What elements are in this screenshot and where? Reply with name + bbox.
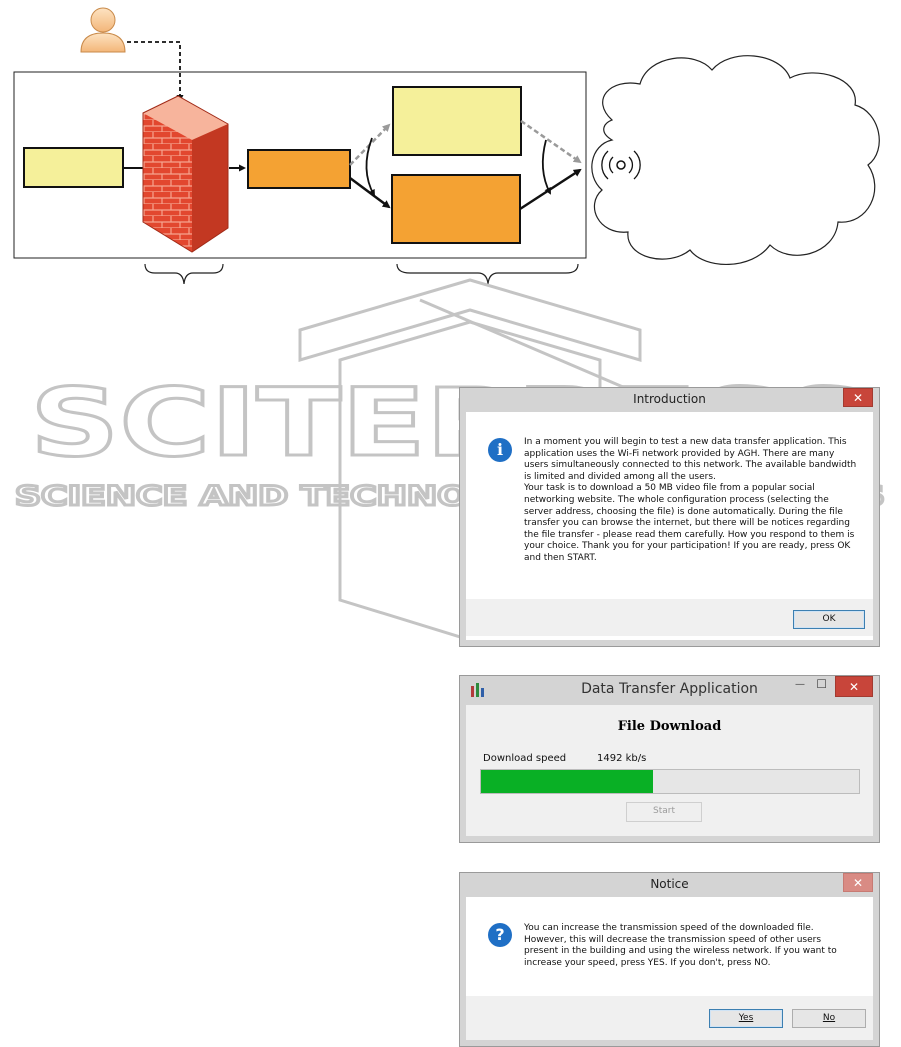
title-bar: Introduction ✕ bbox=[460, 388, 879, 412]
dialog-message: In a moment you will begin to test a new… bbox=[524, 437, 858, 565]
title-bar: Notice ✕ bbox=[460, 873, 879, 897]
dialog-title: Introduction bbox=[633, 392, 706, 406]
no-button-label: No bbox=[822, 1013, 836, 1023]
close-button[interactable]: ✕ bbox=[843, 873, 873, 892]
yes-button[interactable]: Yes bbox=[709, 1009, 783, 1028]
start-button[interactable]: Start bbox=[626, 802, 702, 822]
minimize-button[interactable]: — bbox=[795, 679, 805, 690]
system-frame bbox=[13, 71, 587, 259]
switch-arc-left bbox=[365, 137, 375, 197]
window-title: Data Transfer Application bbox=[581, 681, 758, 697]
standard-to-internet-arrow bbox=[520, 119, 582, 164]
close-button[interactable]: ✕ bbox=[843, 388, 873, 407]
network-diagram bbox=[13, 7, 880, 285]
router-box bbox=[247, 149, 351, 189]
user-to-firewall-link bbox=[127, 41, 184, 102]
switch-arc-right bbox=[541, 139, 551, 195]
maximize-button[interactable]: ☐ bbox=[816, 677, 827, 691]
internet-cloud bbox=[591, 55, 880, 266]
dialog-message: You can increase the transmission speed … bbox=[524, 923, 837, 968]
close-button[interactable]: ✕ bbox=[835, 676, 873, 697]
data-transfer-window: Data Transfer Application — ☐ ✕ File Dow… bbox=[459, 675, 880, 843]
firewall-brace bbox=[144, 263, 224, 285]
standard-path-box bbox=[392, 86, 522, 156]
title-bar: Data Transfer Application — ☐ ✕ bbox=[460, 676, 879, 705]
dialog-body: i In a moment you will begin to test a n… bbox=[466, 412, 873, 599]
download-speed-label: Download speed bbox=[483, 753, 567, 764]
info-icon: i bbox=[488, 438, 512, 462]
message-paragraph-1: In a moment you will begin to test a new… bbox=[524, 437, 857, 482]
section-heading: File Download bbox=[617, 719, 722, 734]
message-paragraph-2: Your task is to download a 50 MB video f… bbox=[524, 483, 855, 563]
notice-dialog: Notice ✕ ? You can increase the transmis… bbox=[459, 872, 880, 1047]
paths-brace bbox=[396, 263, 579, 285]
bar-chart-icon bbox=[471, 683, 484, 697]
window-body: File Download Download speed 1492 kb/s S… bbox=[466, 705, 873, 836]
dialog-footer: Yes No bbox=[466, 996, 873, 1040]
download-progress-bar bbox=[480, 769, 860, 794]
client-box bbox=[23, 147, 124, 188]
question-icon: ? bbox=[488, 923, 512, 947]
dialog-title: Notice bbox=[650, 877, 689, 891]
firewall-icon bbox=[142, 95, 229, 253]
yes-button-label: Yes bbox=[738, 1013, 754, 1023]
ok-button-label: OK bbox=[822, 614, 836, 624]
ok-button[interactable]: OK bbox=[793, 610, 865, 629]
start-button-label: Start bbox=[653, 806, 675, 816]
download-speed-value: 1492 kb/s bbox=[597, 753, 647, 764]
priority-path-box bbox=[391, 174, 521, 244]
no-button[interactable]: No bbox=[792, 1009, 866, 1028]
progress-fill bbox=[481, 770, 653, 793]
dialog-footer: OK bbox=[466, 599, 873, 636]
wireless-antenna-icon bbox=[601, 150, 641, 180]
priority-to-internet-arrow bbox=[519, 168, 582, 211]
introduction-dialog: Introduction ✕ i In a moment you will be… bbox=[459, 387, 880, 647]
user-icon bbox=[80, 7, 126, 53]
dialog-body: ? You can increase the transmission spee… bbox=[466, 897, 873, 996]
